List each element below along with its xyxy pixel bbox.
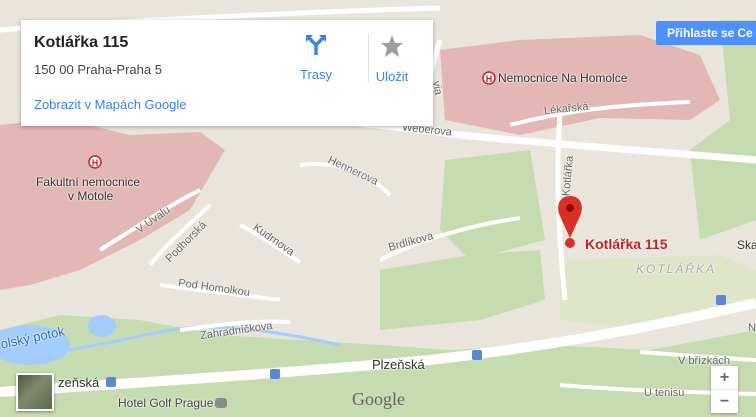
directions-button[interactable]: Trasy <box>286 34 346 96</box>
svg-text:H: H <box>92 158 99 168</box>
bus-stop-icon <box>270 369 280 379</box>
street-label-ce-right: Ce <box>737 26 753 40</box>
park-right <box>690 20 756 240</box>
street-label-plzenska: Plzeňská <box>372 357 425 372</box>
directions-label: Trasy <box>299 67 333 82</box>
road-hennerova <box>299 162 392 197</box>
satellite-thumbnail[interactable] <box>16 373 54 411</box>
pond-small <box>88 315 116 337</box>
bus-stop-icon <box>716 295 726 305</box>
zoom-control: + − <box>711 366 738 413</box>
street-label-u-tenisu: U tenisu <box>644 387 685 399</box>
sign-in-label: Přihlaste se <box>667 26 735 40</box>
hospital-label-top: Nemocnice Na Homolce <box>498 71 628 85</box>
map-pin-icon[interactable] <box>558 196 582 248</box>
card-divider <box>368 34 369 82</box>
save-button[interactable]: Uložit <box>362 34 422 96</box>
hospital-icon: H <box>88 155 102 169</box>
road-lekarska <box>509 100 691 127</box>
road-v-brizkach <box>639 350 756 362</box>
road-brdlikova <box>379 216 521 262</box>
street-label-plzenska-left: zeňská <box>58 375 100 390</box>
pond-left <box>0 325 70 365</box>
zoom-divider <box>711 389 738 390</box>
road-pod-homolkou <box>159 283 281 302</box>
road-kudrnova <box>239 223 302 264</box>
google-logo: Google <box>352 389 405 409</box>
hospital-label-left-2: v Motole <box>68 189 114 203</box>
hotel-icon <box>215 398 227 408</box>
place-title: Kotlářka 115 <box>34 34 129 51</box>
hospital-label-left-1: Fakultní nemocnice <box>36 175 141 189</box>
street-label-ska: Ska <box>737 238 756 252</box>
road-kotlarka <box>555 114 568 301</box>
directions-icon <box>306 35 326 55</box>
park-center <box>440 150 545 260</box>
hospital-area-top <box>440 35 720 135</box>
marker-label[interactable]: Kotlářka 115 <box>585 236 668 252</box>
save-label: Uložit <box>375 69 409 84</box>
place-info-card: Kotlářka 115 150 00 Praha-Praha 5 Zobraz… <box>21 20 433 126</box>
road-plzenska <box>0 298 756 397</box>
road-podhorska <box>148 203 212 267</box>
bus-stop-icon <box>106 377 116 387</box>
district-label: KOTLÁŘKA <box>636 262 717 276</box>
open-in-google-maps-link[interactable]: Zobrazit v Mapách Google <box>34 97 187 112</box>
street-label-n-right: N <box>748 322 756 334</box>
stream <box>29 325 341 357</box>
svg-text:H: H <box>486 74 493 84</box>
street-label-v-brizkach: V břízkách <box>678 355 730 367</box>
hospital-icon: H <box>482 71 496 85</box>
park-south <box>380 250 545 330</box>
star-icon <box>381 35 403 57</box>
hospital-area-left <box>0 118 225 290</box>
zoom-out-button[interactable]: − <box>719 393 730 410</box>
bus-stop-icon <box>472 350 482 360</box>
road-uvalu <box>98 188 201 252</box>
hotel-label: Hotel Golf Prague <box>118 396 214 410</box>
zoom-in-button[interactable]: + <box>719 369 730 386</box>
place-address: 150 00 Praha-Praha 5 <box>34 62 162 77</box>
road-zahradnickova <box>179 319 291 332</box>
